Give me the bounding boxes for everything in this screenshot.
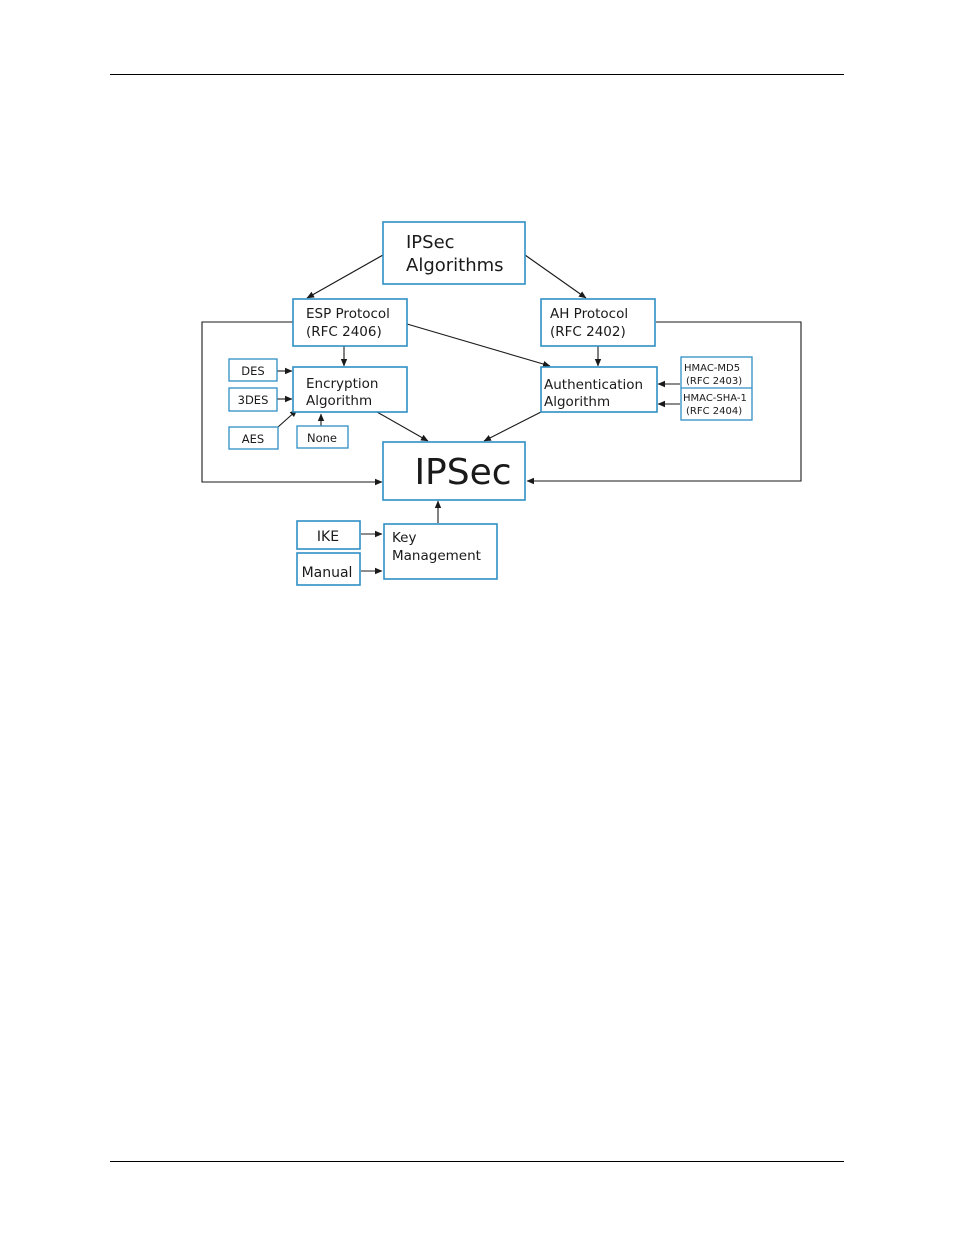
- ike-node: IKE: [297, 521, 360, 549]
- arrow-esp-to-authentication: [407, 324, 550, 366]
- des-node: DES: [229, 359, 277, 381]
- aes-label: AES: [242, 432, 264, 446]
- ah-protocol-rfc: (RFC 2402): [550, 324, 626, 340]
- none-node: None: [297, 426, 348, 448]
- authentication-algorithm-node: Authentication Algorithm: [541, 367, 657, 412]
- manual-label: Manual: [302, 565, 353, 581]
- ipsec-algorithms-node: IPSec Algorithms: [383, 222, 525, 284]
- des-label: DES: [241, 364, 264, 378]
- ike-label: IKE: [317, 529, 339, 545]
- 3des-node: 3DES: [229, 388, 277, 411]
- esp-protocol-label: ESP Protocol: [306, 306, 390, 322]
- ipsec-node: IPSec: [383, 442, 525, 500]
- arrow-encryption-to-ipsec: [377, 412, 428, 441]
- key-management-node: Key Management: [384, 524, 497, 579]
- hmac-md5-rfc: (RFC 2403): [686, 376, 742, 387]
- ipsec-label: IPSec: [414, 452, 511, 493]
- authentication-label-1: Authentication: [544, 377, 643, 393]
- encryption-label-1: Encryption: [306, 376, 378, 392]
- hmac-node: HMAC-MD5 (RFC 2403) HMAC-SHA-1 (RFC 2404…: [681, 357, 752, 420]
- encryption-algorithm-node: Encryption Algorithm: [293, 367, 407, 412]
- aes-node: AES: [229, 427, 278, 449]
- arrow-authentication-to-ipsec: [484, 412, 541, 441]
- manual-node: Manual: [297, 553, 360, 585]
- 3des-label: 3DES: [238, 393, 269, 407]
- arrow-top-to-ah: [525, 255, 586, 298]
- key-management-label-2: Management: [392, 548, 481, 564]
- hmac-sha1-label: HMAC-SHA-1: [683, 393, 747, 404]
- none-label: None: [307, 431, 337, 445]
- authentication-label-2: Algorithm: [544, 394, 610, 410]
- encryption-label-2: Algorithm: [306, 393, 372, 409]
- hmac-sha1-rfc: (RFC 2404): [686, 406, 742, 417]
- arrow-top-to-esp: [307, 255, 383, 298]
- ah-protocol-label: AH Protocol: [550, 306, 628, 322]
- ipsec-algorithms-label-1: IPSec: [406, 232, 455, 253]
- ah-protocol-node: AH Protocol (RFC 2402): [541, 299, 655, 346]
- key-management-label-1: Key: [392, 530, 416, 546]
- esp-protocol-rfc: (RFC 2406): [306, 324, 382, 340]
- esp-protocol-node: ESP Protocol (RFC 2406): [293, 299, 407, 346]
- ipsec-algorithms-label-2: Algorithms: [406, 255, 504, 276]
- hmac-md5-label: HMAC-MD5: [684, 363, 740, 374]
